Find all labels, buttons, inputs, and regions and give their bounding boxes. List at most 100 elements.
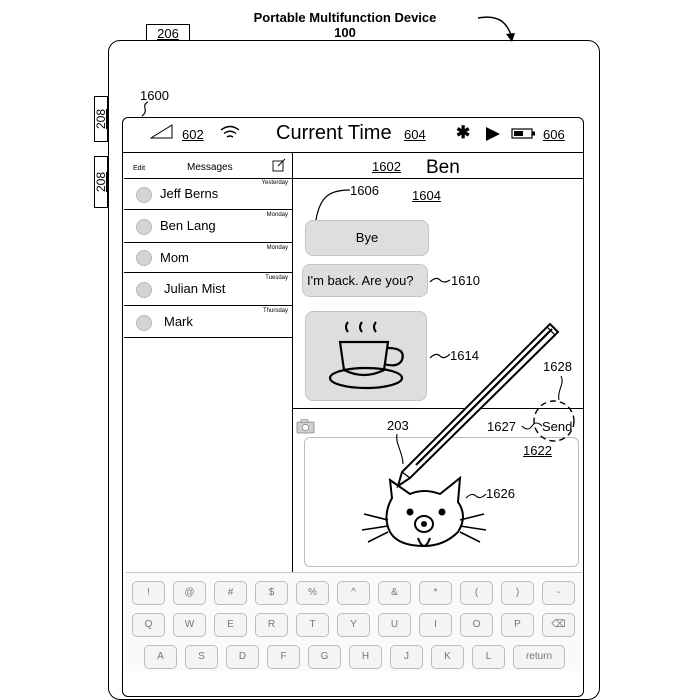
key[interactable]: * bbox=[419, 581, 452, 605]
key[interactable]: ^ bbox=[337, 581, 370, 605]
camera-icon[interactable] bbox=[296, 418, 316, 434]
key[interactable]: ) bbox=[501, 581, 534, 605]
sidebar-header-divider bbox=[124, 178, 292, 179]
key[interactable]: J bbox=[390, 645, 423, 669]
conversation-name: Jeff Berns bbox=[160, 186, 219, 201]
thread-ref: 1604 bbox=[412, 188, 441, 203]
cat-drawing bbox=[361, 475, 487, 548]
key[interactable]: F bbox=[267, 645, 300, 669]
bubble2-leader bbox=[429, 277, 451, 283]
image-bubble[interactable] bbox=[305, 311, 427, 401]
contact-name: Ben bbox=[426, 157, 460, 178]
image-ref: 1614 bbox=[450, 348, 479, 363]
status-bar-divider bbox=[122, 152, 584, 153]
side-button-lower[interactable]: 208 bbox=[94, 156, 108, 208]
key[interactable]: return bbox=[513, 645, 565, 669]
avatar bbox=[136, 315, 152, 331]
battery-icon bbox=[511, 128, 535, 139]
conversation-header-ref: 1602 bbox=[372, 159, 401, 174]
key[interactable]: P bbox=[501, 613, 534, 637]
figure-ref-leader bbox=[141, 101, 149, 117]
avatar bbox=[136, 187, 152, 203]
conversation-item[interactable]: Ben Lang Monday bbox=[124, 210, 292, 243]
stylus-leader bbox=[396, 433, 404, 465]
bubble2-ref: 1610 bbox=[451, 273, 480, 288]
conversation-name: Mom bbox=[160, 250, 189, 265]
compose-icon[interactable] bbox=[272, 158, 286, 172]
key[interactable]: I bbox=[419, 613, 452, 637]
conversation-item[interactable]: Mom Monday bbox=[124, 243, 292, 273]
key[interactable]: H bbox=[349, 645, 382, 669]
key[interactable]: & bbox=[378, 581, 411, 605]
device-pointer-arrow bbox=[477, 16, 515, 42]
key[interactable]: % bbox=[296, 581, 329, 605]
stylus-ref: 203 bbox=[387, 418, 409, 433]
message-bubble-bye[interactable]: Bye bbox=[305, 220, 429, 256]
bubble1-leader bbox=[315, 189, 351, 221]
key[interactable]: G bbox=[308, 645, 341, 669]
conversation-day: Thursday bbox=[262, 308, 288, 314]
device-ref: 206 bbox=[157, 26, 179, 41]
avatar bbox=[136, 250, 152, 266]
highlight-leader bbox=[558, 375, 563, 401]
key[interactable]: W bbox=[173, 613, 206, 637]
send-highlight-circle bbox=[533, 400, 575, 442]
time-ref: 604 bbox=[404, 127, 426, 142]
key[interactable]: Q bbox=[132, 613, 165, 637]
key[interactable]: L bbox=[472, 645, 505, 669]
signal-icon bbox=[150, 124, 173, 139]
avatar bbox=[136, 282, 152, 298]
figure-title: Portable Multifunction Device 100 bbox=[0, 10, 690, 40]
conversation-day: Monday bbox=[266, 245, 288, 251]
send-leader bbox=[521, 422, 543, 430]
image-leader bbox=[429, 353, 451, 359]
highlight-ref: 1628 bbox=[543, 359, 572, 374]
message-bubble-back[interactable]: I'm back. Are you? bbox=[302, 264, 428, 297]
key[interactable]: U bbox=[378, 613, 411, 637]
key[interactable]: K bbox=[431, 645, 464, 669]
figure-ref: 1600 bbox=[140, 88, 169, 103]
signal-ref: 602 bbox=[182, 127, 204, 142]
send-button[interactable]: Send bbox=[542, 419, 573, 434]
conversation-item[interactable]: Mark Thursday bbox=[124, 306, 292, 338]
conversation-day: Monday bbox=[266, 212, 288, 218]
conversation-day: Yesterday bbox=[261, 180, 288, 186]
key[interactable]: $ bbox=[255, 581, 288, 605]
device-title: Portable Multifunction Device bbox=[253, 10, 437, 25]
key[interactable]: E bbox=[214, 613, 247, 637]
conversation-name: Mark bbox=[164, 314, 193, 329]
edit-button[interactable]: Edit bbox=[133, 165, 146, 172]
side-button-upper[interactable]: 208 bbox=[94, 96, 108, 142]
key[interactable]: @ bbox=[173, 581, 206, 605]
conversation-header-divider bbox=[292, 178, 584, 179]
key[interactable]: R bbox=[255, 613, 288, 637]
key[interactable]: # bbox=[214, 581, 247, 605]
conversation-day: Tuesday bbox=[265, 275, 288, 281]
avatar bbox=[136, 219, 152, 235]
key[interactable]: ( bbox=[460, 581, 493, 605]
key[interactable]: T bbox=[296, 613, 329, 637]
drawing-ref: 1626 bbox=[486, 486, 515, 501]
key[interactable]: A bbox=[144, 645, 177, 669]
bubble1-text: Bye bbox=[355, 230, 379, 245]
conversation-item[interactable]: Julian Mist Tuesday bbox=[124, 273, 292, 306]
conversation-item[interactable]: Jeff Berns Yesterday bbox=[124, 178, 292, 210]
key[interactable]: D bbox=[226, 645, 259, 669]
play-icon bbox=[486, 127, 500, 141]
conversation-name: Julian Mist bbox=[164, 281, 226, 296]
key[interactable]: ⌫ bbox=[542, 613, 575, 637]
key[interactable]: - bbox=[542, 581, 575, 605]
key[interactable]: Y bbox=[337, 613, 370, 637]
key[interactable]: ! bbox=[132, 581, 165, 605]
key[interactable]: O bbox=[460, 613, 493, 637]
key[interactable]: S bbox=[185, 645, 218, 669]
current-time: Current Time bbox=[276, 122, 392, 144]
keyboard-row-symbols: ! @ # $% ^&* ()- bbox=[132, 581, 575, 605]
sidebar-title: Messages bbox=[187, 162, 233, 173]
device-ref-tab: 206 bbox=[146, 24, 190, 41]
bluetooth-icon: ✱ bbox=[456, 123, 471, 142]
coffee-cup-icon bbox=[328, 321, 404, 390]
